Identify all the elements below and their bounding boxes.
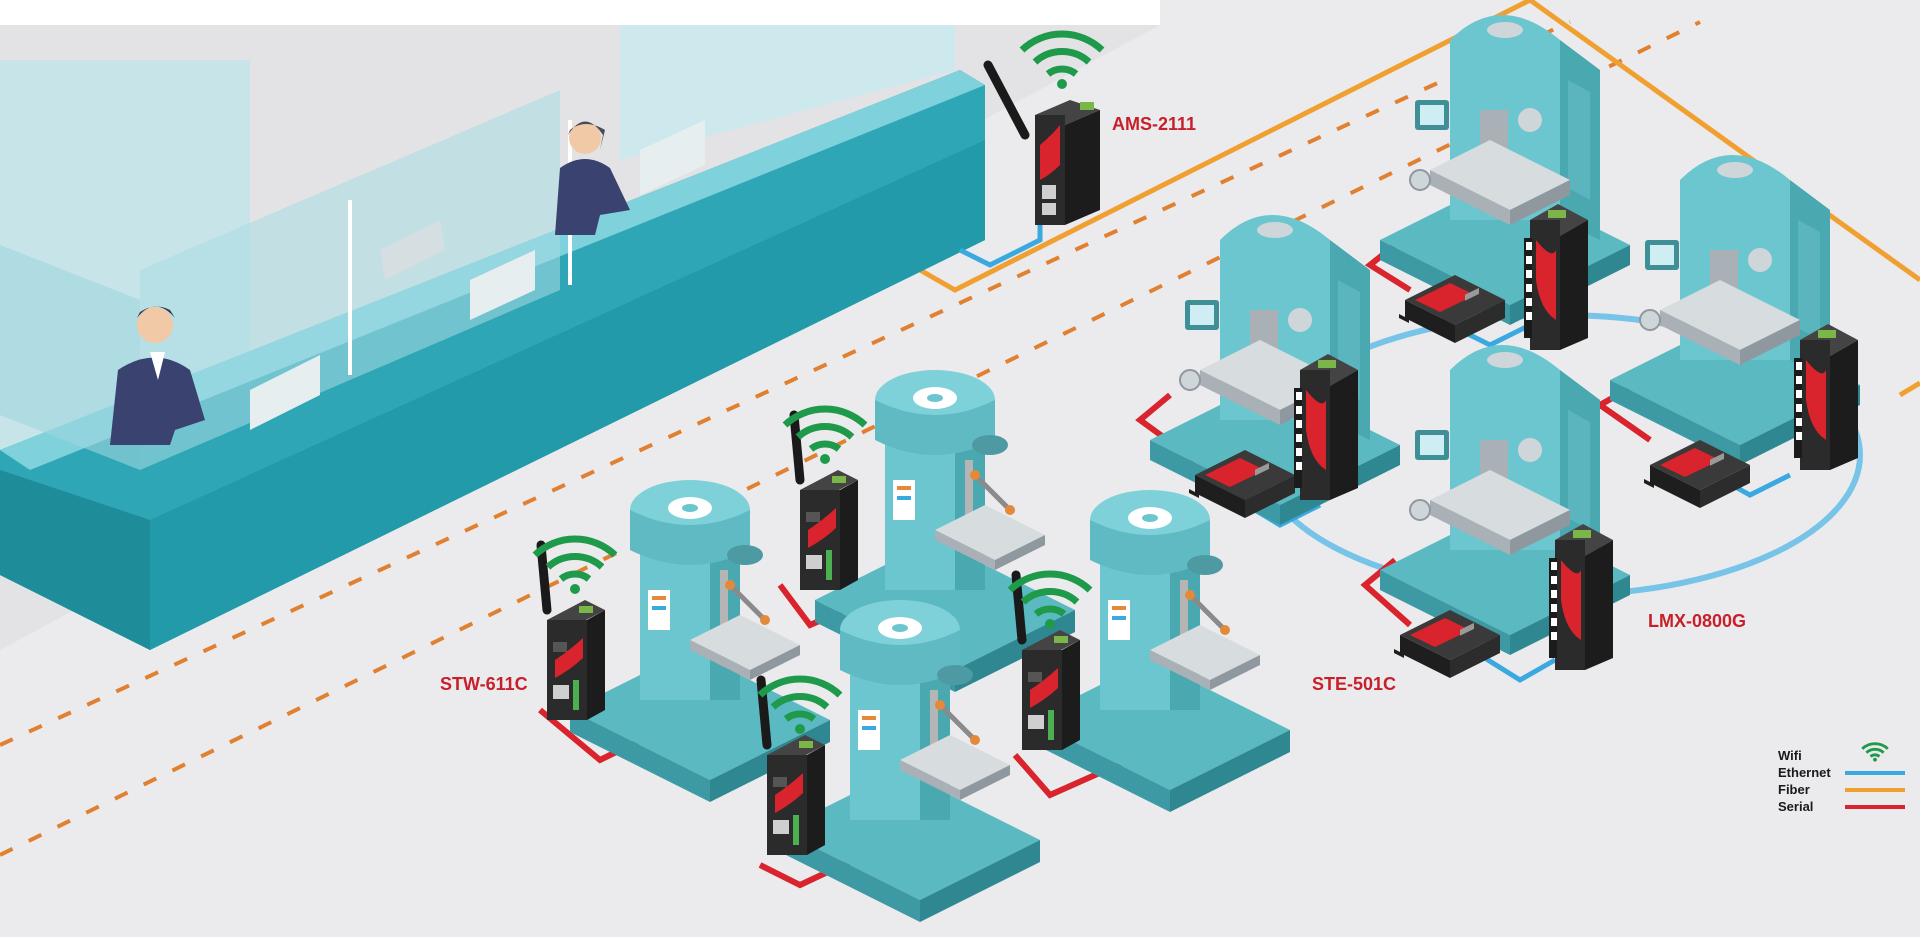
lmx-0800g-switch-icon bbox=[1524, 204, 1588, 350]
stw-611c-label: STW-611C bbox=[440, 674, 528, 694]
legend: Wifi Ethernet Fiber Serial bbox=[1778, 742, 1905, 814]
legend-wifi-label: Wifi bbox=[1778, 748, 1802, 763]
legend-fiber-label: Fiber bbox=[1778, 782, 1810, 797]
office-worker-icon bbox=[555, 121, 630, 235]
fiber-dashed-line-bottom bbox=[0, 20, 1701, 857]
office-area bbox=[0, 25, 985, 650]
fiber-link bbox=[918, 0, 1920, 293]
lmx-0800g-switch-icon bbox=[1294, 354, 1358, 500]
lmx-0800g-label: LMX-0800G bbox=[1648, 611, 1746, 631]
ams-2111-label: AMS-2111 bbox=[1112, 114, 1196, 134]
legend-ethernet-label: Ethernet bbox=[1778, 765, 1831, 780]
legend-serial-label: Serial bbox=[1778, 799, 1813, 814]
ams-2111-router-icon bbox=[958, 60, 1100, 268]
office-worker-icon bbox=[110, 306, 205, 445]
wifi-icon bbox=[1861, 742, 1889, 762]
fiber-dashed-line-top bbox=[0, 20, 1571, 747]
ste-501c-label: STE-501C bbox=[1312, 674, 1396, 694]
lmx-0800g-switch-icon bbox=[1794, 324, 1858, 470]
lmx-0800g-switch-icon bbox=[1549, 524, 1613, 670]
